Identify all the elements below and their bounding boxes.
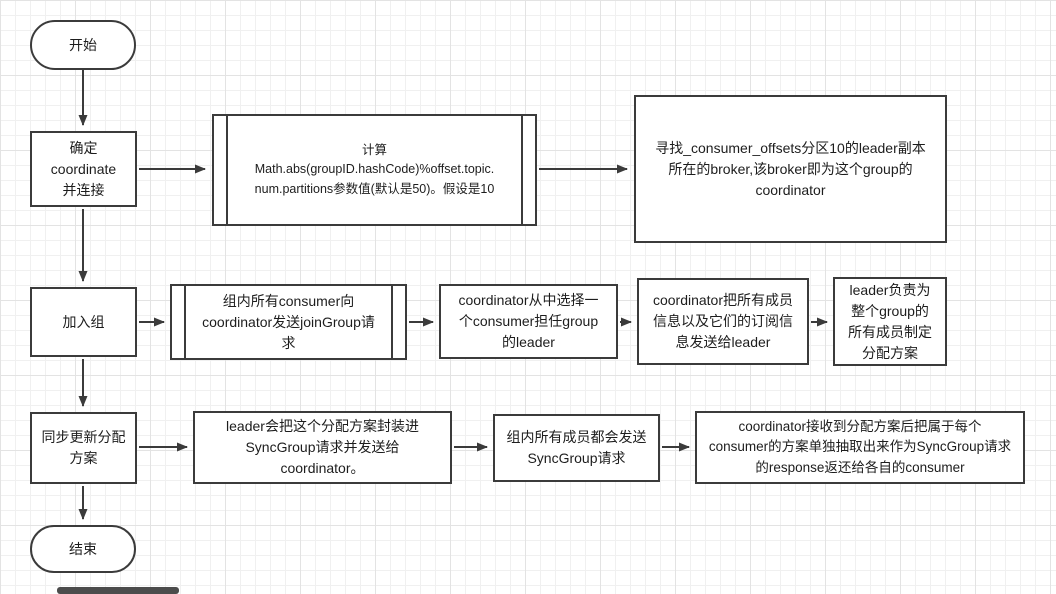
join-group-node: 加入组 [30,287,137,357]
calc-partition-node: 计算 Math.abs(groupID.hashCode)%offset.top… [212,114,537,226]
select-leader-label: coordinator从中选择一 个consumer担任group 的leade… [458,292,599,350]
horizontal-scrollbar-thumb[interactable] [57,587,179,594]
return-response-label: coordinator接收到分配方案后把属于每个 consumer的方案单独抽取… [708,419,1012,475]
select-leader-node: coordinator从中选择一 个consumer担任group 的leade… [439,284,618,359]
send-sync-group-label: leader会把这个分配方案封装进 SyncGroup请求并发送给 coordi… [226,418,419,476]
end-node-label: 结束 [69,540,97,557]
send-join-request-node: 组内所有consumer向 coordinator发送joinGroup请 求 [170,284,407,360]
send-join-request-label: 组内所有consumer向 coordinator发送joinGroup请 求 [202,292,375,351]
determine-coordinate-label: 确定 coordinate 并连接 [50,139,117,198]
end-node: 结束 [30,525,136,573]
determine-coordinate-node: 确定 coordinate 并连接 [30,131,137,207]
sync-update-node: 同步更新分配 方案 [30,412,137,484]
find-coordinator-node: 寻找_consumer_offsets分区10的leader副本 所在的brok… [634,95,947,243]
return-response-node: coordinator接收到分配方案后把属于每个 consumer的方案单独抽取… [695,411,1025,484]
send-member-info-node: coordinator把所有成员 信息以及它们的订阅信 息发送给leader [637,278,809,365]
calc-partition-label: 计算 Math.abs(groupID.hashCode)%offset.top… [254,142,495,196]
send-sync-group-node: leader会把这个分配方案封装进 SyncGroup请求并发送给 coordi… [193,411,452,484]
leader-make-plan-label: leader负责为 整个group的 所有成员制定 分配方案 [848,281,932,361]
start-node: 开始 [30,20,136,70]
send-member-info-label: coordinator把所有成员 信息以及它们的订阅信 息发送给leader [652,292,794,350]
leader-make-plan-node: leader负责为 整个group的 所有成员制定 分配方案 [833,277,947,366]
all-members-send-node: 组内所有成员都会发送 SyncGroup请求 [493,414,660,482]
start-node-label: 开始 [69,36,97,53]
sync-update-label: 同步更新分配 方案 [41,429,126,466]
all-members-send-label: 组内所有成员都会发送 SyncGroup请求 [506,429,647,466]
find-coordinator-label: 寻找_consumer_offsets分区10的leader副本 所在的brok… [655,139,926,198]
join-group-label: 加入组 [62,313,105,330]
